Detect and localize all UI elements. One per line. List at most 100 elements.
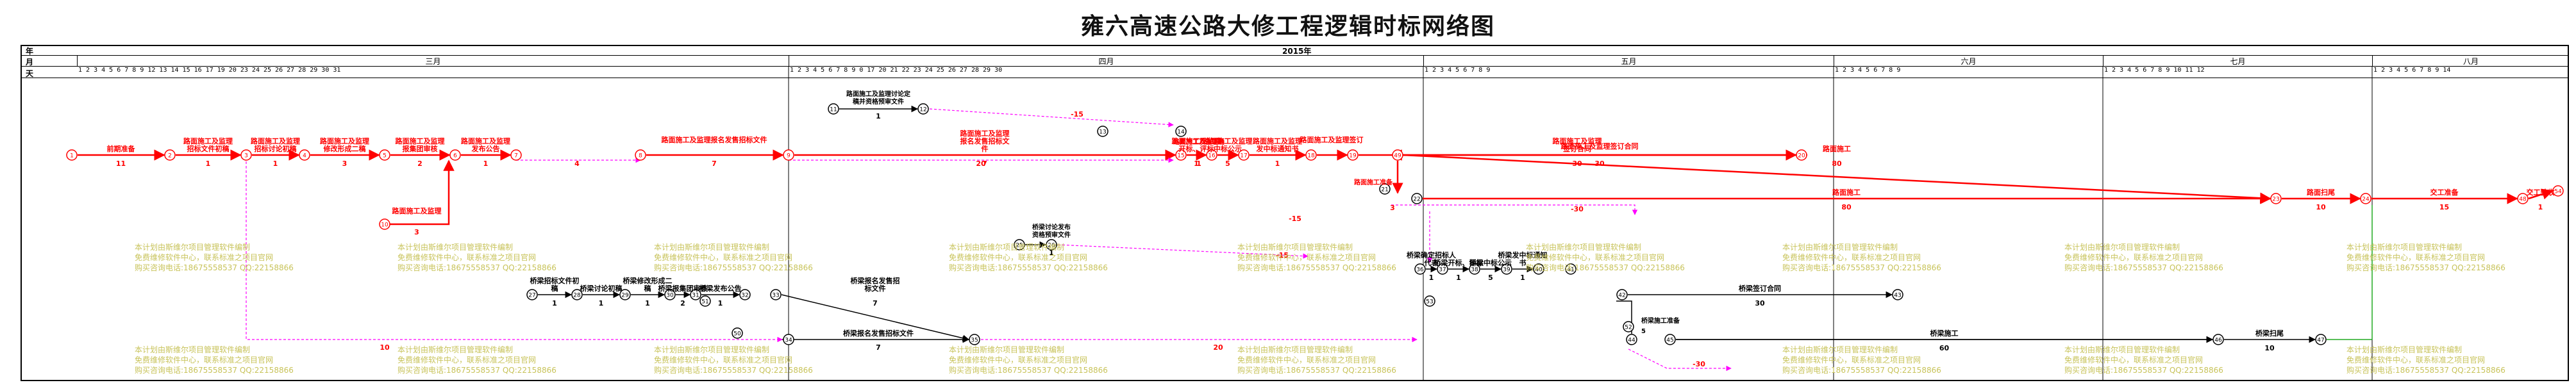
activity-label: 桥梁签订合同 xyxy=(1739,284,1781,293)
activity-label: 桥梁报名发售招标文件 xyxy=(843,329,914,338)
event-node-number: 28 xyxy=(573,293,581,299)
activity-label: 桥梁发布公告 xyxy=(699,284,742,293)
activity-label: 桥梁讨论初稿 xyxy=(580,284,623,293)
critical-activity-duration: 3 xyxy=(1390,204,1395,212)
float-dashed-arrow xyxy=(1057,244,1309,259)
event-node xyxy=(379,218,390,230)
float-dashed-arrow xyxy=(1628,348,1732,372)
event-node-number: 39 xyxy=(1503,267,1510,274)
watermark-text: 本计划由斯维尔项目管理软件编制免费维修软件中心，联系标准之项目官网购买咨询电话:… xyxy=(2346,345,2505,375)
activity-label: 资格预审文件 xyxy=(1032,231,1071,239)
activity-duration: 5 xyxy=(1488,274,1493,282)
month-march: 三月 xyxy=(77,56,789,66)
float-dashed-arrow xyxy=(1391,204,1638,215)
day-ticks-april: 1 2 3 4 5 6 7 8 9 0 17 20 21 22 23 24 25… xyxy=(790,67,1003,74)
watermark-text: 本计划由斯维尔项目管理软件编制免费维修软件中心，联系标准之项目官网购买咨询电话:… xyxy=(1237,243,1396,272)
event-node xyxy=(690,289,701,300)
activity-duration: 1 xyxy=(718,299,723,307)
activity-duration: 1 xyxy=(645,299,650,307)
event-node-number: 50 xyxy=(733,331,741,338)
event-node xyxy=(732,327,743,339)
month-band xyxy=(21,56,2569,67)
event-node-number: 37 xyxy=(1439,267,1446,274)
critical-activity-label: 路面施工及监理 xyxy=(392,206,442,215)
float-value-label: -15 xyxy=(1276,251,1289,259)
event-node-number: 29 xyxy=(621,293,629,299)
activity-label: 桥梁报集团审核 xyxy=(658,284,708,293)
critical-activity-label: 路面施工及监理报名发售招标文件 xyxy=(662,135,767,144)
critical-activity-label: 报集团审核 xyxy=(403,144,438,153)
event-node xyxy=(1469,263,1480,275)
activity-duration: 7 xyxy=(876,343,881,352)
day-ticks-march: 1 2 3 4 5 6 7 8 9 12 13 14 15 16 17 19 2… xyxy=(78,67,341,74)
event-node-number: 23 xyxy=(2272,197,2279,203)
event-node xyxy=(1238,149,1250,161)
watermark-text: 本计划由斯维尔项目管理软件编制免费维修软件中心，联系标准之项目官网购买咨询电话:… xyxy=(1782,243,1941,272)
activity-label: 桥梁确定招标人 xyxy=(1407,250,1457,259)
activity-label: 桥梁扫尾 xyxy=(2255,329,2284,338)
event-node xyxy=(379,149,390,161)
critical-activity-label: 路面施工及监理 xyxy=(1172,136,1221,145)
critical-activity-label: 路面施工及监理 xyxy=(1203,136,1253,145)
event-node xyxy=(1616,289,1628,300)
critical-activity-label: 中标公示 xyxy=(1214,144,1242,153)
activity-duration: 30 xyxy=(1755,299,1765,307)
event-node xyxy=(1046,239,1057,250)
critical-activity-duration: 5 xyxy=(1225,160,1230,168)
critical-activity-label: 招标讨论初稿 xyxy=(255,144,297,153)
event-node xyxy=(1097,126,1108,137)
watermark-text: 本计划由斯维尔项目管理软件编制免费维修软件中心，联系标准之项目官网购买咨询电话:… xyxy=(2064,243,2223,272)
watermark-text: 本计划由斯维尔项目管理软件编制免费维修软件中心，联系标准之项目官网购买咨询电话:… xyxy=(654,243,813,272)
event-node xyxy=(1347,149,1359,161)
critical-activity-duration: 15 xyxy=(2439,203,2449,211)
day-ticks-june: 1 2 3 4 5 6 7 8 9 xyxy=(1835,67,1901,74)
critical-activity-duration: 80 xyxy=(1832,160,1842,168)
float-dashed-arrow xyxy=(246,161,783,343)
event-node xyxy=(1501,263,1512,275)
activity-label: 稿 xyxy=(551,284,558,293)
event-node xyxy=(1392,149,1403,161)
critical-activity-arrow xyxy=(2528,188,2554,200)
event-node-number: 52 xyxy=(1625,325,1632,331)
event-node-number: 15 xyxy=(1177,153,1184,160)
event-node-number: 5 xyxy=(383,153,387,160)
year-label: 2015年 xyxy=(1282,47,1312,56)
event-node xyxy=(1379,183,1391,195)
network-frame xyxy=(21,45,2569,381)
day-ticks-july: 1 2 3 4 5 6 7 8 9 10 11 12 xyxy=(2104,67,2205,74)
event-node xyxy=(1411,193,1423,204)
event-node xyxy=(2360,193,2371,204)
event-node-number: 21 xyxy=(1381,187,1388,193)
critical-activity-label: 路面施工及监理 xyxy=(251,136,300,145)
event-node xyxy=(571,289,583,300)
event-node xyxy=(783,149,794,161)
event-node xyxy=(828,103,839,115)
event-node-number: 14 xyxy=(1177,129,1185,136)
critical-activity-label: 路面施工及监理签订合同 xyxy=(1561,142,1639,151)
event-node xyxy=(739,289,751,300)
event-node xyxy=(1305,149,1317,161)
event-node-number: 34 xyxy=(785,338,792,344)
event-node xyxy=(299,149,310,161)
event-node xyxy=(2552,185,2564,197)
year-row-label: 年 xyxy=(26,47,34,56)
day-row-label: 天 xyxy=(26,69,34,78)
event-node-number: 45 xyxy=(1666,338,1673,344)
activity-label: 路面施工及监理讨论定 xyxy=(846,90,910,98)
watermark-text: 本计划由斯维尔项目管理软件编制免费维修软件中心，联系标准之项目官网购买咨询电话:… xyxy=(397,345,556,375)
critical-activity-label: 发中标通知书 xyxy=(1256,144,1299,153)
critical-activity-label: 路面施工及监理 xyxy=(1253,136,1302,145)
critical-activity-duration: 30 xyxy=(1572,160,1582,168)
event-node-number: 53 xyxy=(1426,299,1433,306)
event-node xyxy=(164,149,176,161)
watermark-text: 本计划由斯维尔项目管理软件编制免费维修软件中心，联系标准之项目官网购买咨询电话:… xyxy=(1237,345,1396,375)
watermark-text: 本计划由斯维尔项目管理软件编制免费维修软件中心，联系标准之项目官网购买咨询电话:… xyxy=(2064,345,2223,375)
watermark-text: 本计划由斯维尔项目管理软件编制免费维修软件中心，联系标准之项目官网购买咨询电话:… xyxy=(949,345,1108,375)
activity-label: 桥梁招标文件初 xyxy=(530,276,580,285)
event-node xyxy=(66,149,78,161)
critical-activity-duration: 11 xyxy=(116,160,126,168)
event-node xyxy=(240,149,252,161)
event-node-number: 8 xyxy=(639,153,642,160)
activity-arrow xyxy=(781,294,970,341)
float-value-label: -30 xyxy=(1693,360,1705,368)
